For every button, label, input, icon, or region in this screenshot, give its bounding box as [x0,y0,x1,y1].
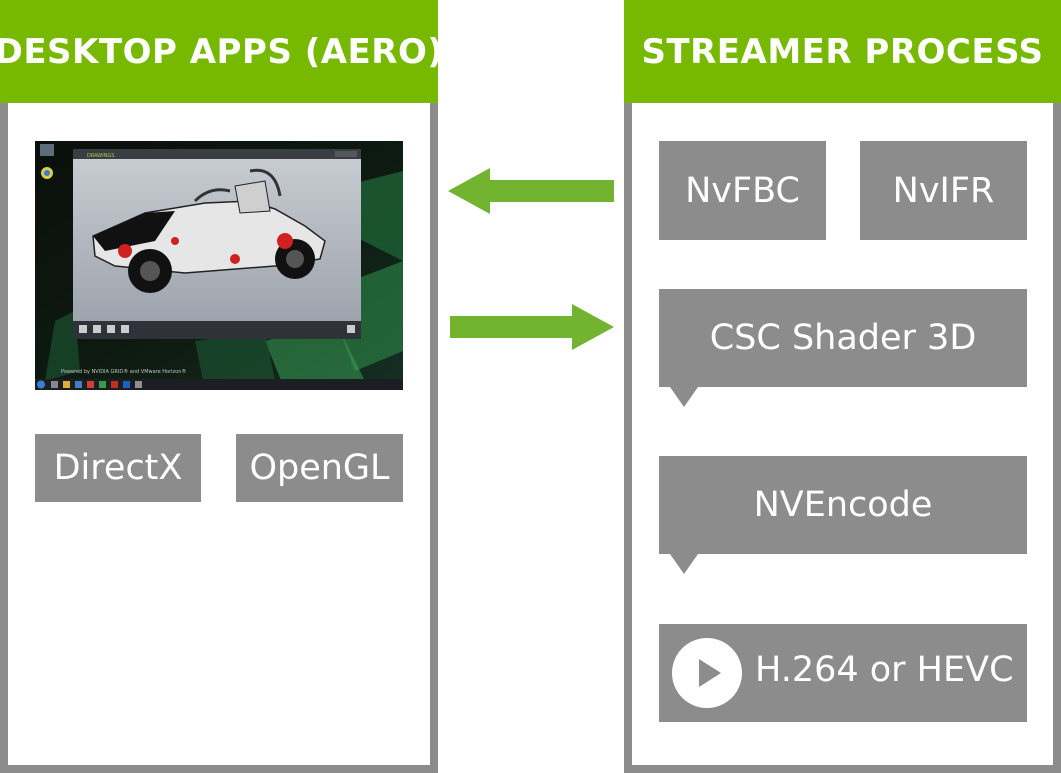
screenshot-caption: Powered by NVIDIA GRID® and VMware Horiz… [61,368,186,375]
opengl-label: OpenGL [249,448,390,488]
nvencode-callout-tail [670,554,698,574]
nvfbc-label: NvFBC [685,170,800,211]
arrow-right-icon [450,304,614,350]
directx-box: DirectX [35,434,201,502]
play-icon [672,638,742,708]
directx-label: DirectX [53,448,183,488]
streamer-process-title: STREAMER PROCESS [624,0,1061,103]
csc-shader-label: CSC Shader 3D [709,318,977,358]
nvencode-label: NVEncode [753,485,933,525]
nvifr-label: NvIFR [892,170,995,211]
opengl-box: OpenGL [236,434,403,502]
desktop-screenshot: DRAWINGS Powered by NVIDIA GRID® and VMw… [35,141,403,390]
csc-shader-box: CSC Shader 3D [659,289,1027,387]
app-name: DRAWINGS [87,153,114,159]
csc-shader-callout-tail [670,387,698,407]
arrow-left-icon [448,168,614,214]
nvencode-box: NVEncode [659,456,1027,554]
nvifr-box: NvIFR [860,141,1027,240]
desktop-screenshot-image: DRAWINGS Powered by NVIDIA GRID® and VMw… [35,141,403,390]
codec-box: H.264 or HEVC [659,624,1027,722]
codec-label: H.264 or HEVC [755,650,1014,690]
nvfbc-box: NvFBC [659,141,826,240]
desktop-apps-title: DESKTOP APPS (AERO) [0,0,443,103]
